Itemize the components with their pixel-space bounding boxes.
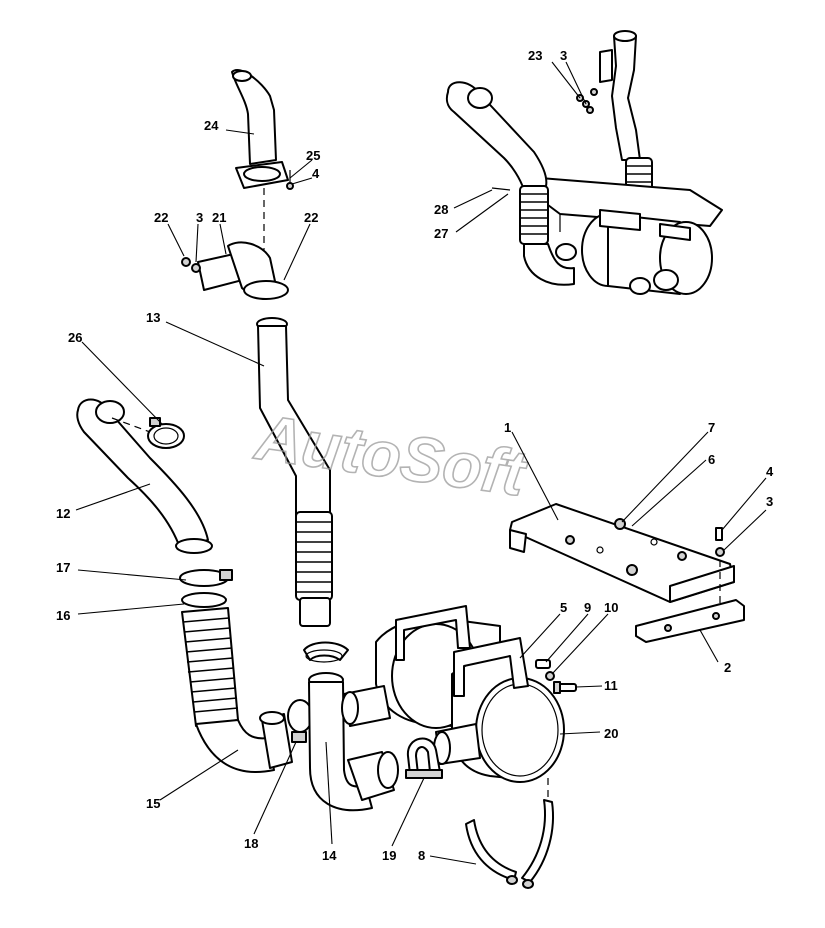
callout-9: 9 — [584, 600, 591, 615]
callout-5: 5 — [560, 600, 567, 615]
callout-20: 20 — [604, 726, 618, 741]
tailpipe-24 — [231, 69, 294, 190]
callout-14: 14 — [322, 848, 337, 863]
strap-8 — [465, 778, 554, 889]
callout-3: 3 — [766, 494, 773, 509]
callout-22: 22 — [154, 210, 168, 225]
callout-18: 18 — [244, 836, 258, 851]
pipe-14 — [308, 672, 399, 812]
clamp-guide-line — [111, 417, 151, 433]
callout-24: 24 — [204, 118, 219, 133]
gasket-16 — [181, 592, 227, 608]
callout-12: 12 — [56, 506, 70, 521]
muffler-20 — [433, 637, 565, 783]
bracket-2 — [635, 560, 745, 643]
callout-19: 19 — [382, 848, 396, 863]
callout-3: 3 — [196, 210, 203, 225]
clamp-under-pipe-13 — [303, 641, 349, 663]
assembled-inset-view — [445, 30, 723, 295]
mounting-plate-1 — [509, 503, 735, 603]
bolt-4-nut-3 — [715, 527, 725, 557]
callout-4: 4 — [312, 166, 320, 181]
pipe-12 — [76, 398, 213, 554]
callout-21: 21 — [212, 210, 226, 225]
pipe-13 — [256, 317, 333, 627]
clamp-26 — [147, 417, 185, 449]
callout-27: 27 — [434, 226, 448, 241]
callout-26: 26 — [68, 330, 82, 345]
flex-pipe-15 — [181, 607, 293, 773]
callout-16: 16 — [56, 608, 70, 623]
callout-11: 11 — [604, 678, 618, 693]
callout-13: 13 — [146, 310, 160, 325]
adapter-bracket-21 — [181, 241, 289, 300]
callout-10: 10 — [604, 600, 618, 615]
callout-labels: 1 2 3 3 3 4 4 5 6 7 8 9 10 11 12 13 14 1… — [56, 48, 774, 863]
callout-25: 25 — [306, 148, 320, 163]
leader-lines — [75, 61, 767, 865]
clamp-17 — [179, 569, 233, 587]
callout-3: 3 — [560, 48, 567, 63]
callout-15: 15 — [146, 796, 160, 811]
callout-17: 17 — [56, 560, 70, 575]
callout-4: 4 — [766, 464, 774, 479]
clamp-18 — [287, 699, 313, 743]
watermark: AutoSoft — [250, 401, 532, 511]
callout-28: 28 — [434, 202, 448, 217]
callout-23: 23 — [528, 48, 542, 63]
callout-22: 22 — [304, 210, 318, 225]
callout-8: 8 — [418, 848, 425, 863]
callout-6: 6 — [708, 452, 715, 467]
callout-1: 1 — [504, 420, 511, 435]
callout-2: 2 — [724, 660, 731, 675]
callout-7: 7 — [708, 420, 715, 435]
